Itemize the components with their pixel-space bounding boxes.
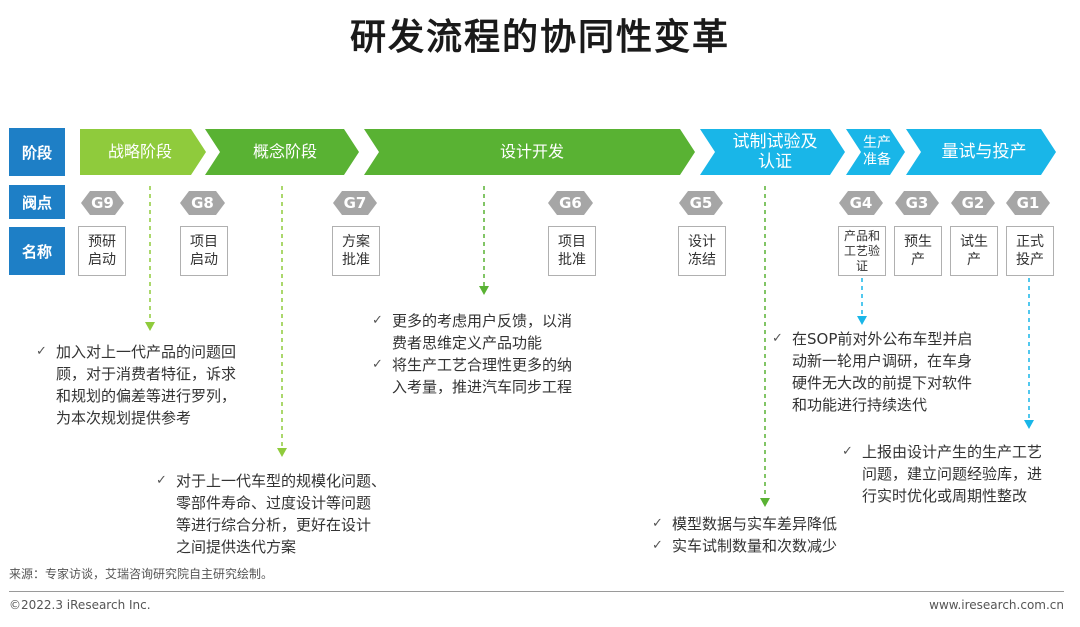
source-note: 来源：专家访谈，艾瑞咨询研究院自主研究绘制。 [9,567,274,581]
note-trial: ✓ 模型数据与实车差异降低 ✓ 实车试制数量和次数减少 [652,513,892,557]
phase-strategy-shape [80,129,206,175]
page-title: 研发流程的协同性变革 [349,17,730,58]
note-mass: ✓ 上报由设计产生的生产工艺 问题，建立问题经验库，进 行实时优化或周期性整改 [842,441,1072,507]
note-text: 加入对上一代产品的问题回 顾，对于消费者特征，诉求 和规划的偏差等进行罗列， 为… [56,343,237,427]
list-item: ✓ 加入对上一代产品的问题回 顾，对于消费者特征，诉求 和规划的偏差等进行罗列，… [36,341,286,429]
phase-trial-shape [700,129,845,175]
list-item: ✓ 上报由设计产生的生产工艺 问题，建立问题经验库，进 行实时优化或周期性整改 [842,441,1072,507]
connector-design [479,186,489,295]
gate-g8-shape [180,191,225,215]
list-item: ✓ 更多的考虑用户反馈，以消 费者思维定义产品功能 [372,310,622,354]
check-icon: ✓ [372,357,383,372]
check-icon: ✓ [36,344,47,359]
gate-g4-shape [839,191,883,215]
list-item: ✓ 在SOP前对外公布车型并启 动新一轮用户调研，在车身 硬件无大改的前提下对软… [772,328,1042,416]
note-text: 上报由设计产生的生产工艺 问题，建立问题经验库，进 行实时优化或周期性整改 [862,443,1043,505]
check-icon: ✓ [372,313,383,328]
gate-name-g5: 设计 冻结 [678,226,726,276]
gate-name-g7: 方案 批准 [332,226,380,276]
note-text: 模型数据与实车差异降低 [672,515,838,533]
note-text: 将生产工艺合理性更多的纳 入考量，推进汽车同步工程 [392,356,573,396]
check-icon: ✓ [652,538,663,553]
note-text: 更多的考虑用户反馈，以消 费者思维定义产品功能 [392,312,573,352]
row-label-gate: 阀点 [9,185,65,219]
list-item: ✓ 将生产工艺合理性更多的纳 入考量，推进汽车同步工程 [372,354,622,398]
connector-prep [857,278,867,325]
list-item: ✓ 实车试制数量和次数减少 [652,535,892,557]
connector-mass [1024,278,1034,429]
note-text: 对于上一代车型的规模化问题、 零部件寿命、过度设计等问题 等进行综合分析，更好在… [176,472,387,556]
note-prep: ✓ 在SOP前对外公布车型并启 动新一轮用户调研，在车身 硬件无大改的前提下对软… [772,328,1042,416]
note-concept: ✓ 对于上一代车型的规模化问题、 零部件寿命、过度设计等问题 等进行综合分析，更… [156,470,426,558]
check-icon: ✓ [842,444,853,459]
copyright: ©2022.3 iResearch Inc. [9,598,151,612]
connector-strategy [145,186,155,331]
gate-name-g3: 预生 产 [894,226,942,276]
check-icon: ✓ [652,516,663,531]
list-item: ✓ 模型数据与实车差异降低 [652,513,892,535]
phase-concept-shape [205,129,359,175]
gate-g7-shape [333,191,377,215]
note-text: 在SOP前对外公布车型并启 动新一轮用户调研，在车身 硬件无大改的前提下对软件 … [792,330,973,414]
gate-name-g6: 项目 批准 [548,226,596,276]
gate-name-g4: 产品和 工艺验 证 [838,226,886,276]
note-text: 实车试制数量和次数减少 [672,537,838,555]
check-icon: ✓ [772,331,783,346]
row-label-name: 名称 [9,227,65,275]
row-label-phase: 阶段 [9,128,65,176]
gate-g5-shape [679,191,723,215]
gate-g9-shape [81,191,124,215]
phase-design-shape [364,129,695,175]
connector-concept [277,186,287,457]
note-strategy: ✓ 加入对上一代产品的问题回 顾，对于消费者特征，诉求 和规划的偏差等进行罗列，… [36,341,286,429]
footer-divider [9,591,1064,592]
gate-name-g8: 项目 启动 [180,226,228,276]
phase-prep-shape [846,129,905,175]
gate-g6-shape [548,191,593,215]
gate-name-g9: 预研 启动 [78,226,126,276]
gate-name-g2: 试生 产 [950,226,998,276]
check-icon: ✓ [156,473,167,488]
list-item: ✓ 对于上一代车型的规模化问题、 零部件寿命、过度设计等问题 等进行综合分析，更… [156,470,426,558]
gate-g2-shape [951,191,995,215]
website-link[interactable]: www.iresearch.com.cn [929,598,1064,612]
phase-mass-shape [906,129,1056,175]
connector-trial [760,186,770,507]
note-design: ✓ 更多的考虑用户反馈，以消 费者思维定义产品功能 ✓ 将生产工艺合理性更多的纳… [372,310,622,398]
gate-g3-shape [895,191,939,215]
gate-name-g1: 正式 投产 [1006,226,1054,276]
gate-g1-shape [1006,191,1050,215]
